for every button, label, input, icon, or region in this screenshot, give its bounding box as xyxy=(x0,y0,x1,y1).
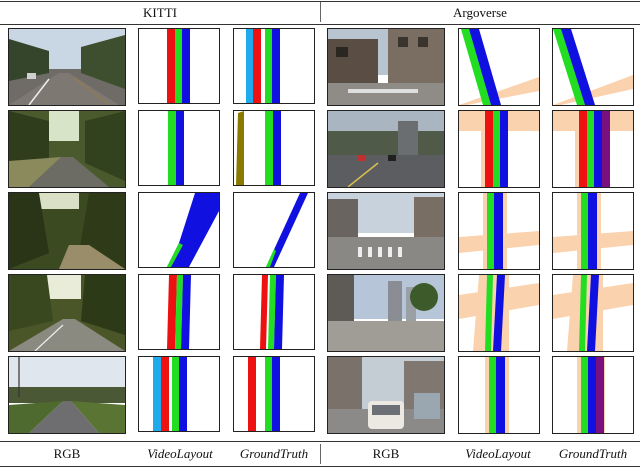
argo-rgb-image-row5 xyxy=(327,356,445,434)
argo-videolayout-row1 xyxy=(458,28,540,106)
kitti-rgb-image-row2 xyxy=(8,110,126,188)
caption-kitti-videolayout: VideoLayout xyxy=(147,446,213,461)
kitti-rgb-image-row3 xyxy=(8,192,126,270)
argo-groundtruth-row3 xyxy=(552,192,634,270)
argo-groundtruth-row4 xyxy=(552,274,634,352)
caption-argo-rgb: RGB xyxy=(372,446,400,461)
kitti-rgb-image-row5 xyxy=(8,356,126,434)
argo-groundtruth-row2 xyxy=(552,110,634,188)
kitti-groundtruth-row5 xyxy=(233,356,315,432)
kitti-videolayout-row4 xyxy=(138,274,220,350)
caption-rule xyxy=(0,441,640,442)
kitti-rgb-image-row4 xyxy=(8,274,126,352)
argo-groundtruth-row1 xyxy=(552,28,634,106)
kitti-videolayout-row3 xyxy=(138,192,220,268)
caption-kitti-groundtruth: GroundTruth xyxy=(239,446,309,461)
header-argoverse: Argoverse xyxy=(453,5,507,20)
argo-videolayout-row2 xyxy=(458,110,540,188)
kitti-videolayout-row5 xyxy=(138,356,220,432)
kitti-rgb-image-row1 xyxy=(8,28,126,106)
caption-divider xyxy=(320,444,321,464)
bottom-rule xyxy=(0,466,640,467)
caption-argo-groundtruth: GroundTruth xyxy=(558,446,628,461)
argo-groundtruth-row5 xyxy=(552,356,634,434)
header-kitti: KITTI xyxy=(143,5,177,20)
kitti-videolayout-row2 xyxy=(138,110,220,186)
dataset-divider xyxy=(320,2,321,22)
kitti-groundtruth-row3 xyxy=(233,192,315,268)
argo-rgb-image-row1 xyxy=(327,28,445,106)
kitti-groundtruth-row1 xyxy=(233,28,315,104)
argo-videolayout-row5 xyxy=(458,356,540,434)
caption-kitti-rgb: RGB xyxy=(53,446,81,461)
argo-videolayout-row3 xyxy=(458,192,540,270)
caption-argo-videolayout: VideoLayout xyxy=(465,446,531,461)
header-rule xyxy=(0,24,640,25)
argo-rgb-image-row3 xyxy=(327,192,445,270)
top-rule xyxy=(0,1,640,2)
argo-rgb-image-row4 xyxy=(327,274,445,352)
argo-videolayout-row4 xyxy=(458,274,540,352)
kitti-groundtruth-row2 xyxy=(233,110,315,186)
kitti-groundtruth-row4 xyxy=(233,274,315,350)
kitti-videolayout-row1 xyxy=(138,28,220,104)
argo-rgb-image-row2 xyxy=(327,110,445,188)
